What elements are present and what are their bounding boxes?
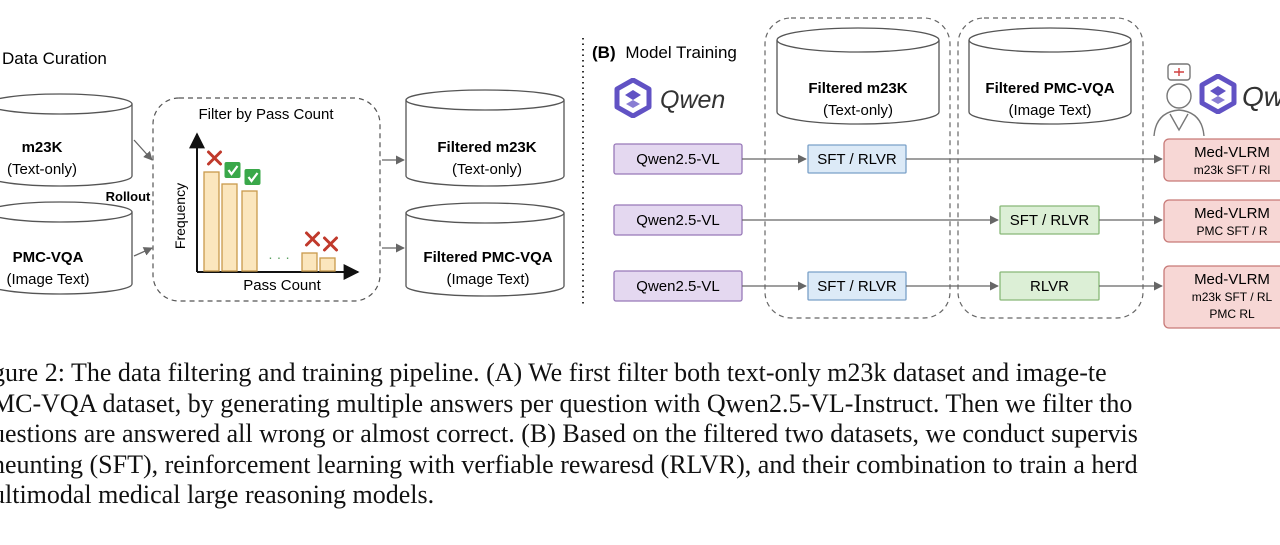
column-filtered-m23k bbox=[764, 17, 951, 319]
caption-line: neunting (SFT), reinforcement learning w… bbox=[0, 449, 1138, 479]
cross-icon bbox=[207, 150, 222, 166]
column-filtered-pmc-vqa bbox=[957, 17, 1144, 319]
cross-icon bbox=[305, 231, 320, 247]
source-sub: (Text-only) bbox=[7, 161, 77, 178]
result-model-box: Med-VLRM m23k SFT / RL PMC RL bbox=[1163, 265, 1280, 329]
result-sub: m23k SFT / RL bbox=[1192, 290, 1273, 304]
source-name: PMC-VQA bbox=[13, 249, 84, 266]
rollout-arrow bbox=[133, 139, 153, 161]
cylinder-b-m23k: Filtered m23K (Text-only) bbox=[776, 27, 940, 125]
source-name: m23K bbox=[22, 139, 63, 156]
histogram-bar bbox=[241, 190, 258, 272]
qwen-logo-icon-right bbox=[1202, 76, 1234, 112]
base-model-box: Qwen2.5-VL bbox=[613, 204, 743, 236]
caption-line: gure 2: The data filtering and training … bbox=[0, 358, 1107, 387]
result-name: Med-VLRM bbox=[1194, 205, 1270, 222]
cross-icon bbox=[323, 236, 338, 252]
histogram-bar bbox=[301, 252, 318, 272]
result-model-box: Med-VLRM PMC SFT / R bbox=[1163, 199, 1280, 243]
base-model-box-label: Qwen2.5-VL bbox=[636, 151, 719, 168]
histogram-bar bbox=[203, 171, 220, 272]
result-model-box: Med-VLRM m23k SFT / Rl bbox=[1163, 138, 1280, 182]
training-rows: Qwen2.5-VL SFT / RLVR Med-VLRM m23k SFT / R… bbox=[613, 138, 1280, 329]
dataset-sub: (Image Text) bbox=[1008, 102, 1091, 119]
histogram-bar bbox=[319, 257, 336, 272]
result-sub: m23k SFT / Rl bbox=[1194, 163, 1270, 177]
cylinder-pmc-vqa: PMC-VQA (Image Text) bbox=[0, 201, 133, 295]
output-sub: (Text-only) bbox=[452, 161, 522, 178]
sft-rlvr-box-label: SFT / RLVR bbox=[817, 278, 897, 295]
panel-b-title-text: Model Training bbox=[625, 43, 737, 62]
dataset-name: Filtered PMC-VQA bbox=[985, 80, 1114, 97]
output-name: Filtered m23K bbox=[437, 139, 536, 156]
caption-line: uestions are answered all wrong or almos… bbox=[0, 419, 1138, 448]
source-sub: (Image Text) bbox=[6, 271, 89, 288]
figure-caption: gure 2: The data filtering and training … bbox=[0, 358, 1280, 511]
output-name: Filtered PMC-VQA bbox=[423, 249, 552, 266]
rl-stage-box-label: RLVR bbox=[1030, 278, 1069, 295]
cylinder-filtered-pmc-vqa: Filtered PMC-VQA (Image Text) bbox=[405, 202, 565, 297]
qwen-logo-icon bbox=[617, 80, 649, 116]
ellipsis: · · · bbox=[268, 249, 290, 265]
dataset-sub: (Text-only) bbox=[823, 102, 893, 119]
rollout-label: Rollout bbox=[106, 189, 151, 204]
base-model-box-label: Qwen2.5-VL bbox=[636, 278, 719, 295]
caption-line: ultimodal medical large reasoning models… bbox=[0, 480, 435, 509]
x-axis-label: Pass Count bbox=[243, 277, 321, 294]
cylinder-m23k: m23K (Text-only) bbox=[0, 93, 133, 187]
output-sub: (Image Text) bbox=[446, 271, 529, 288]
dataset-name: Filtered m23K bbox=[808, 80, 907, 97]
sft-rlvr-box: SFT / RLVR bbox=[807, 144, 907, 174]
filter-title: Filter by Pass Count bbox=[198, 106, 334, 123]
result-sub: PMC SFT / R bbox=[1196, 224, 1267, 238]
check-icon bbox=[244, 169, 261, 185]
qwen-logo-text: Qwen bbox=[660, 86, 725, 114]
panel-b-title: (B) Model Training bbox=[592, 43, 737, 62]
qwen-logo-text-right: Qwen bbox=[1242, 81, 1280, 112]
doctor-icon bbox=[1153, 63, 1205, 137]
check-icon bbox=[224, 162, 241, 178]
y-axis-label: Frequency bbox=[172, 183, 188, 249]
sft-rlvr-box: SFT / RLVR bbox=[807, 271, 907, 301]
base-model-box: Qwen2.5-VL bbox=[613, 270, 743, 302]
panel-a-title: Data Curation bbox=[2, 49, 107, 68]
base-model-box: Qwen2.5-VL bbox=[613, 143, 743, 175]
result-name: Med-VLRM bbox=[1194, 271, 1270, 288]
base-model-box-label: Qwen2.5-VL bbox=[636, 212, 719, 229]
histogram-bar bbox=[221, 183, 238, 272]
rollout-arrow bbox=[133, 247, 153, 257]
caption-line: MC-VQA dataset, by generating multiple a… bbox=[0, 388, 1133, 418]
rl-stage-box-label: SFT / RLVR bbox=[1010, 212, 1090, 229]
histogram-bars bbox=[203, 150, 338, 272]
sft-rlvr-box-label: SFT / RLVR bbox=[817, 151, 897, 168]
panel-b-prefix: (B) bbox=[592, 43, 616, 62]
rl-stage-box: SFT / RLVR bbox=[999, 205, 1100, 235]
qwen-logo: Qwen bbox=[617, 80, 725, 116]
cylinder-filtered-m23k: Filtered m23K (Text-only) bbox=[405, 89, 565, 187]
result-sub: PMC RL bbox=[1209, 307, 1255, 321]
result-name: Med-VLRM bbox=[1194, 144, 1270, 161]
cylinder-b-pmc-vqa: Filtered PMC-VQA (Image Text) bbox=[968, 27, 1132, 125]
rl-stage-box: RLVR bbox=[999, 271, 1100, 301]
